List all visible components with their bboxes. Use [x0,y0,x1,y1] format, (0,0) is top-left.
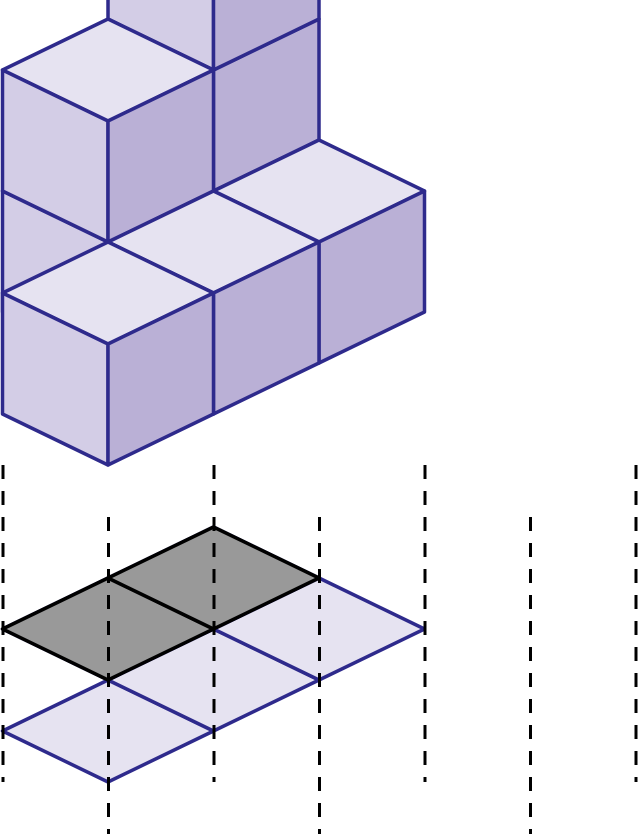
cube [0,240,216,467]
cube-stack [0,0,427,467]
cube [0,17,216,244]
cube-right-face [211,0,321,72]
projection-guide-lines [1,465,638,834]
cube-right-face [106,291,216,467]
